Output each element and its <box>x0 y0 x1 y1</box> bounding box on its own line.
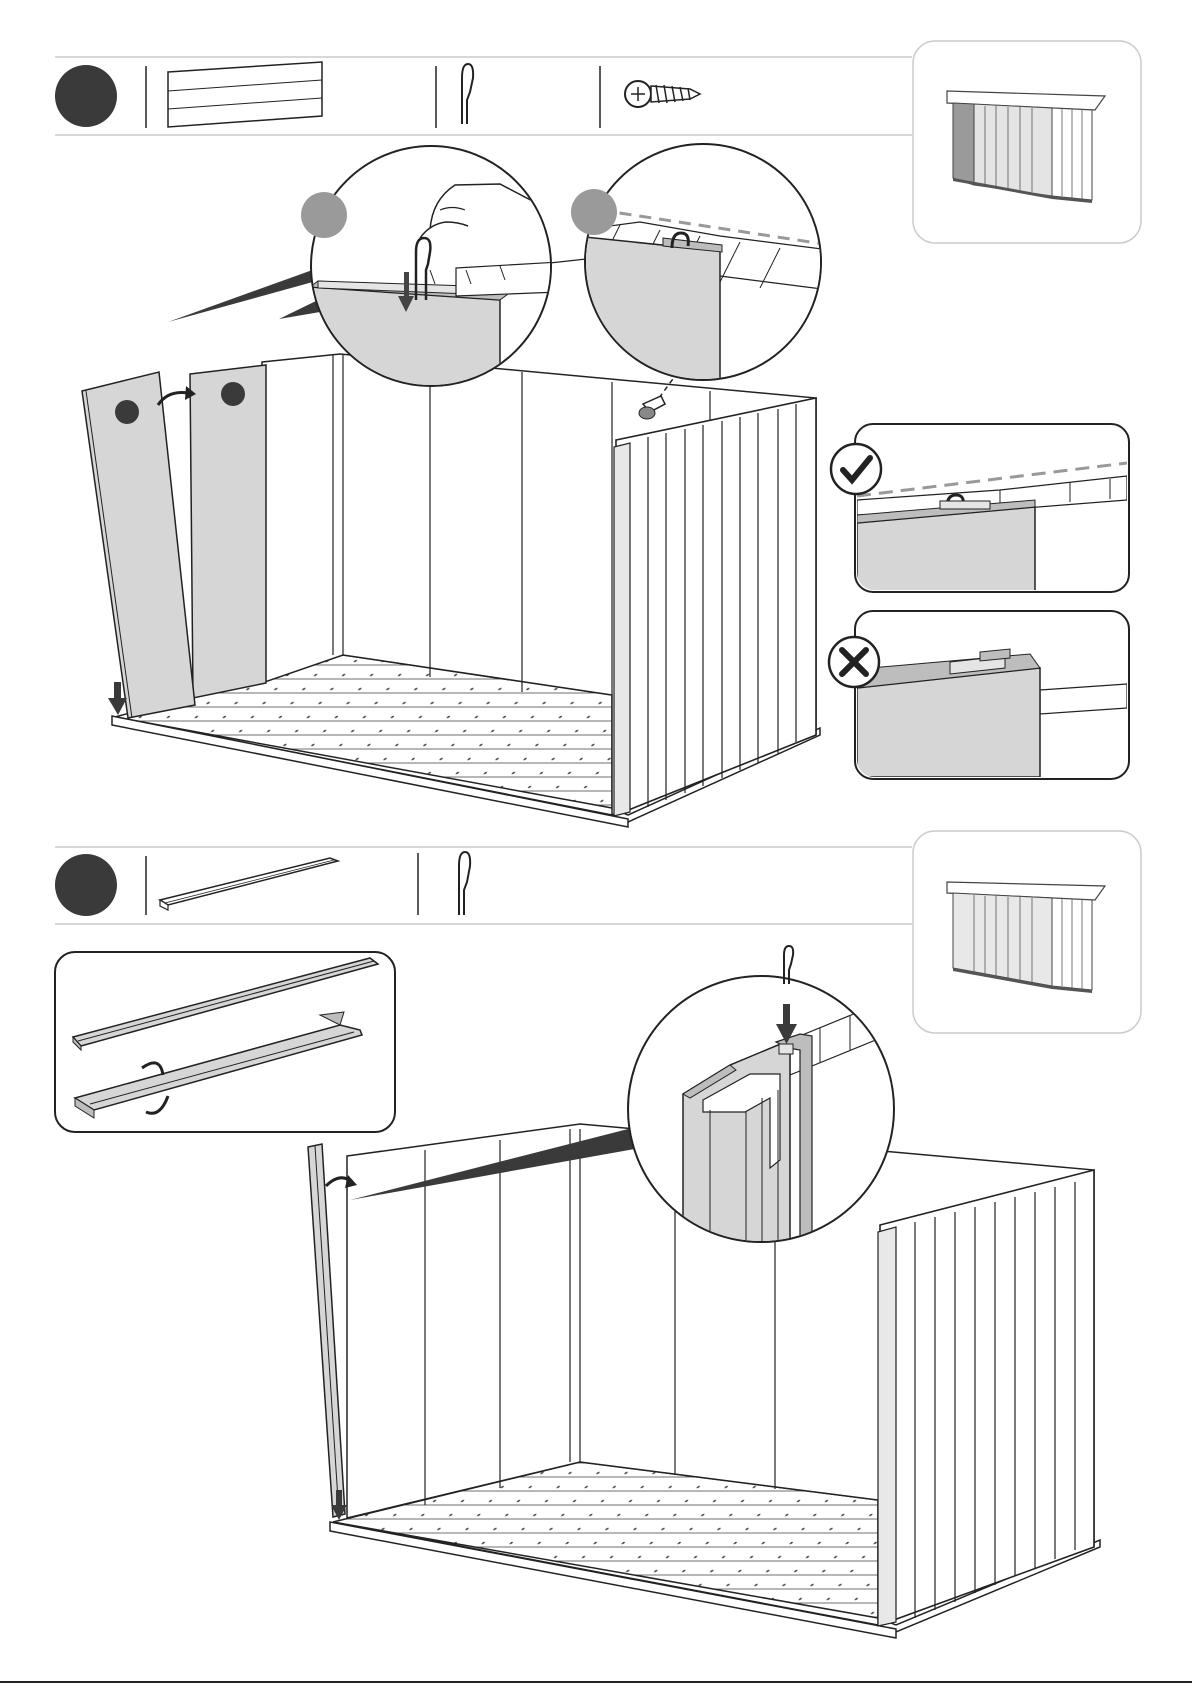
detail-clip-seated <box>571 144 830 400</box>
metal-clip-icon <box>459 852 470 915</box>
overview-thumbnail-1 <box>913 41 1141 243</box>
right-wall-panels <box>616 398 816 815</box>
metal-clip-icon <box>462 64 473 124</box>
screw-icon <box>625 81 700 107</box>
shed-assembly-scene-1 <box>82 354 820 827</box>
panel-marker-icon <box>221 382 245 406</box>
panel-marker-icon <box>115 400 139 424</box>
callout-correct <box>831 424 1129 592</box>
callout-incorrect <box>829 611 1129 779</box>
step-2-header <box>55 847 912 924</box>
step-1-marker-icon <box>55 65 117 127</box>
wall-panel-tilted <box>82 372 195 718</box>
corner-profile-icon <box>160 858 338 910</box>
step-2 <box>55 831 1141 1638</box>
wall-panel-installed <box>190 365 266 698</box>
detail-corner-clip <box>628 946 900 1245</box>
step-1-header <box>55 57 912 135</box>
overview-thumbnail-2 <box>913 831 1141 1033</box>
step-1 <box>55 41 1141 827</box>
step-2-marker-icon <box>55 854 117 916</box>
wall-panel-icon <box>168 62 322 127</box>
detail-marker-icon <box>301 192 347 238</box>
detail-marker-icon <box>571 189 617 235</box>
right-wall-panels <box>880 1170 1094 1625</box>
detail-profile-rotation <box>55 952 395 1132</box>
